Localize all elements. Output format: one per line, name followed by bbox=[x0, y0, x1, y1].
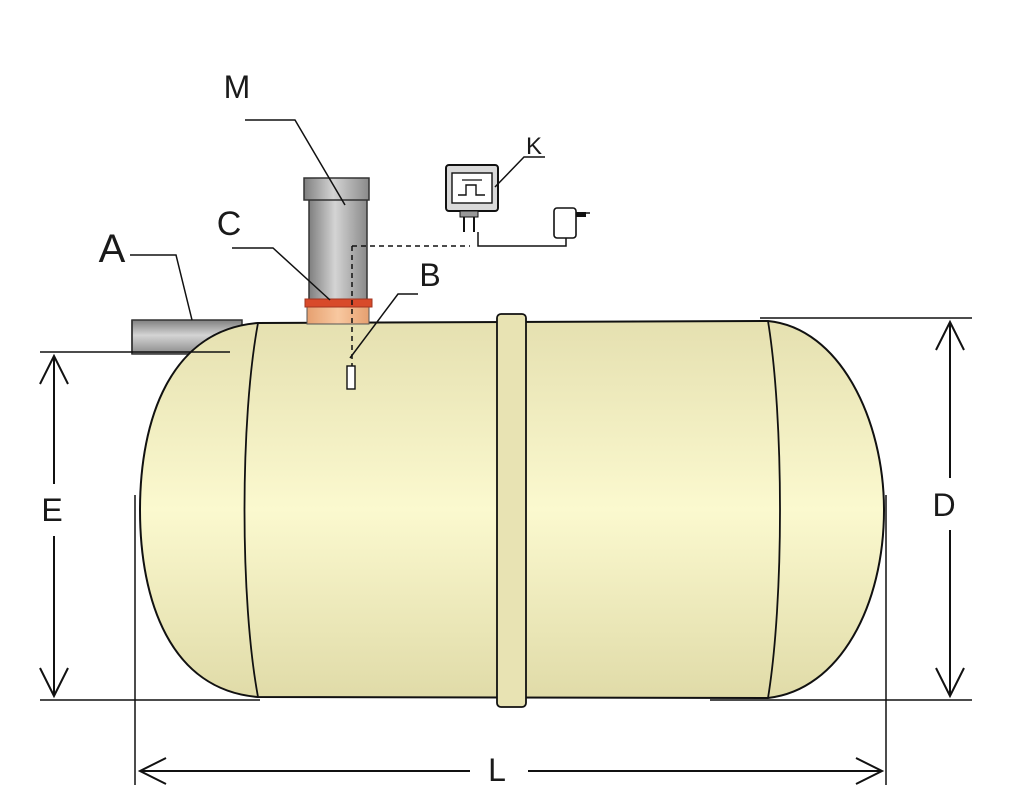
center-band bbox=[496, 313, 527, 708]
leader-c bbox=[232, 247, 331, 301]
level-sensor-b bbox=[346, 245, 470, 390]
control-box-k bbox=[445, 164, 499, 232]
label-e: E bbox=[41, 492, 62, 528]
label-b: B bbox=[419, 257, 440, 293]
power-plug bbox=[477, 207, 590, 247]
dimension-lines bbox=[40, 317, 972, 785]
leader-b bbox=[349, 293, 418, 359]
label-c: C bbox=[217, 205, 242, 243]
tank-body bbox=[138, 313, 886, 708]
manhole-pipe-m bbox=[303, 177, 370, 309]
dimension-l bbox=[137, 757, 885, 785]
right-seam-line bbox=[767, 320, 781, 699]
label-m: M bbox=[224, 69, 251, 105]
label-l: L bbox=[488, 752, 506, 788]
label-a: A bbox=[99, 227, 126, 271]
leader-a bbox=[130, 254, 193, 321]
leader-lines bbox=[130, 119, 545, 359]
dimension-d bbox=[935, 319, 965, 699]
seal-ring-c bbox=[304, 298, 373, 325]
leader-m bbox=[245, 119, 346, 206]
label-k: K bbox=[526, 133, 542, 160]
left-seam-line bbox=[243, 322, 259, 698]
leader-k bbox=[494, 156, 545, 188]
dimension-e bbox=[39, 353, 69, 699]
label-d: D bbox=[932, 487, 955, 523]
